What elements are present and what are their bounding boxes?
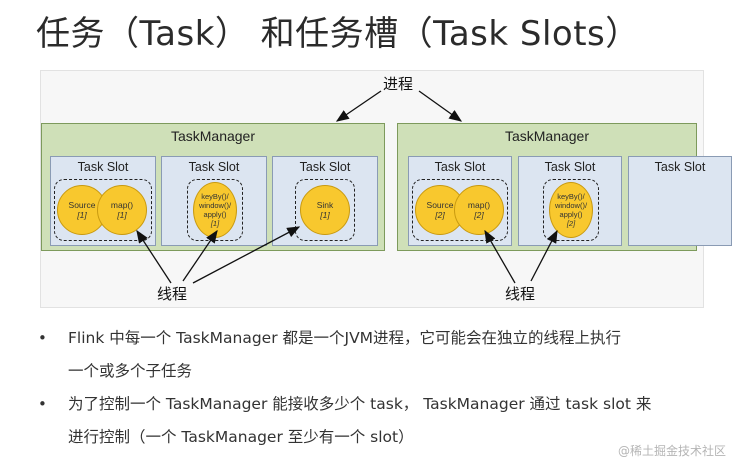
process-label: 进程	[383, 75, 414, 93]
task-manager-2: TaskManager Task Slot Source [2] map() […	[397, 123, 732, 251]
task-slot-title: Task Slot	[77, 160, 129, 174]
thread-arrow-4	[484, 229, 516, 284]
task-index: [2]	[435, 210, 445, 220]
task-name: Source	[426, 200, 454, 210]
page-title: 任务（Task） 和任务槽（Task Slots）	[36, 14, 640, 54]
task-chain-group	[543, 179, 599, 241]
task-name: map()	[110, 200, 134, 210]
bullet-line: 一个或多个子任务	[68, 362, 193, 380]
task-slot-2-3: Task Slot	[628, 156, 732, 246]
task-slot-2-2: Task Slot keyBy()/ window()/ apply() [2]	[518, 156, 622, 246]
task-window-2: keyBy()/ window()/ apply() [2]	[549, 182, 593, 238]
task-index: [2]	[474, 210, 484, 220]
task-name: Source	[68, 200, 96, 210]
task-index: [1]	[117, 210, 127, 220]
task-name: Sink	[316, 200, 334, 210]
task-slot-title: Task Slot	[299, 160, 351, 174]
task-chain-group	[412, 179, 508, 241]
task-name-line: keyBy()/	[557, 192, 585, 201]
task-name-line: window()/	[554, 201, 588, 210]
task-source-1: Source [1]	[57, 185, 107, 235]
task-sink-1: Sink [1]	[300, 185, 350, 235]
architecture-diagram: TaskManager Task Slot Source [1] map() […	[40, 70, 732, 308]
bullet-line: 为了控制一个 TaskManager 能接收多少个 task， TaskMana…	[68, 395, 652, 413]
thread-arrow-5	[530, 229, 558, 282]
task-manager-title: TaskManager	[504, 128, 590, 144]
task-manager-1: TaskManager Task Slot Source [1] map() […	[41, 123, 385, 251]
bullet-dot: •	[38, 329, 47, 347]
thread-label-right: 线程	[505, 285, 536, 303]
thread-arrow-3	[192, 226, 301, 284]
task-map-1: map() [1]	[97, 185, 147, 235]
thread-arrow-2	[182, 229, 218, 282]
bullet-line: Flink 中每一个 TaskManager 都是一个JVM进程，它可能会在独立…	[68, 329, 622, 347]
task-index: [1]	[320, 210, 330, 220]
task-chain-group	[295, 179, 355, 241]
bullet-dot: •	[38, 395, 47, 413]
task-slot-title: Task Slot	[654, 160, 706, 174]
task-index: [2]	[566, 219, 576, 228]
task-name-line: apply()	[559, 210, 583, 219]
task-name-line: apply()	[203, 210, 227, 219]
process-arrow-left	[335, 90, 382, 122]
task-manager-title: TaskManager	[170, 128, 256, 144]
task-index: [1]	[77, 210, 87, 220]
task-name-line: window()/	[198, 201, 232, 210]
task-slot-title: Task Slot	[434, 160, 486, 174]
task-index: [1]	[210, 219, 220, 228]
arrow-layer	[136, 90, 558, 284]
task-map-2: map() [2]	[454, 185, 504, 235]
bullet-item: • Flink 中每一个 TaskManager 都是一个JVM进程，它可能会在…	[38, 322, 728, 388]
task-name-line: keyBy()/	[201, 192, 229, 201]
bullet-line: 进行控制（一个 TaskManager 至少有一个 slot）	[68, 428, 414, 446]
thread-arrow-1	[136, 229, 172, 284]
bullet-item: • 为了控制一个 TaskManager 能接收多少个 task， TaskMa…	[38, 388, 728, 454]
task-name: map()	[467, 200, 491, 210]
task-slot-title: Task Slot	[544, 160, 596, 174]
thread-label-left: 线程	[157, 285, 188, 303]
process-arrow-right	[418, 90, 463, 122]
bullet-list: • Flink 中每一个 TaskManager 都是一个JVM进程，它可能会在…	[38, 322, 728, 454]
task-window-1: keyBy()/ window()/ apply() [1]	[193, 182, 237, 238]
task-slot-title: Task Slot	[188, 160, 240, 174]
watermark: @稀土掘金技术社区	[617, 444, 726, 458]
task-chain-group	[54, 179, 152, 241]
